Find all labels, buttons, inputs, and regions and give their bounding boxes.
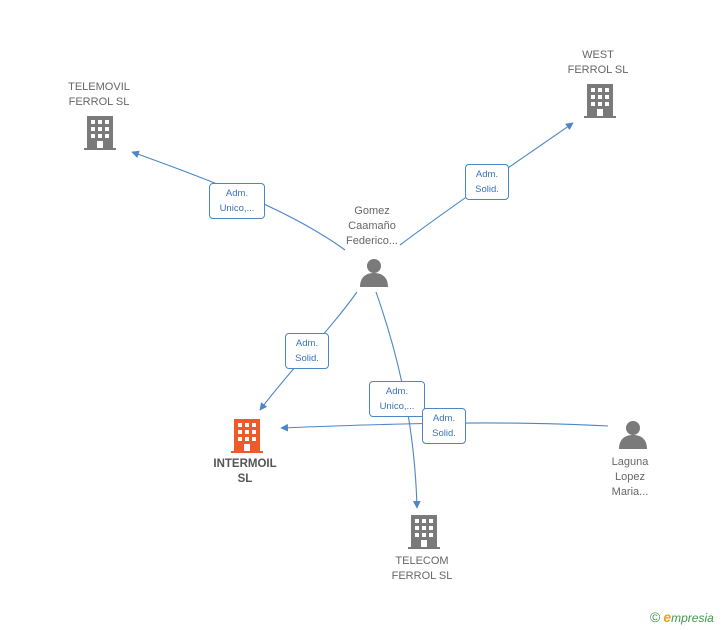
brand-name: mpresia: [671, 611, 714, 625]
label-line: SL: [237, 473, 253, 485]
edge-label-line: Adm.: [432, 413, 456, 424]
node-label-west[interactable]: WEST FERROL SL: [548, 48, 648, 78]
label-line: TELEMOVIL: [68, 81, 130, 93]
building-icon-telecom[interactable]: [408, 515, 440, 549]
label-line: Federico...: [346, 235, 398, 247]
label-line: FERROL SL: [567, 64, 629, 76]
label-line: FERROL SL: [68, 96, 130, 108]
label-line: Laguna: [611, 456, 649, 468]
node-label-gomez[interactable]: Gomez Caamaño Federico...: [322, 204, 422, 249]
person-icon-laguna[interactable]: [619, 421, 647, 449]
person-icon-gomez[interactable]: [360, 259, 388, 287]
node-label-telemovil[interactable]: TELEMOVIL FERROL SL: [49, 80, 149, 110]
copyright-icon: ©: [650, 609, 661, 625]
edge-label-line: Adm.: [225, 188, 249, 199]
edge-label-laguna-intermoil[interactable]: Adm. Solid.: [422, 408, 466, 444]
building-icon-west[interactable]: [584, 84, 616, 118]
edge-label-line: Solid.: [432, 428, 456, 439]
label-line: Lopez: [615, 471, 645, 483]
edge-label-gomez-telemovil[interactable]: Adm. Unico,...: [209, 183, 265, 219]
label-line: FERROL SL: [391, 570, 453, 582]
edge-label-line: Solid.: [475, 184, 499, 195]
label-line: Maria...: [611, 486, 649, 498]
edge-label-line: Unico,...: [379, 401, 415, 412]
edge-label-line: Solid.: [295, 353, 319, 364]
node-label-laguna[interactable]: Laguna Lopez Maria...: [580, 455, 680, 500]
node-label-telecom[interactable]: TELECOM FERROL SL: [372, 554, 472, 584]
edge-label-line: Adm.: [385, 386, 409, 397]
building-icon-intermoil[interactable]: [231, 419, 263, 453]
edge-label-gomez-telecom[interactable]: Adm. Unico,...: [369, 381, 425, 417]
label-line: TELECOM: [395, 555, 449, 567]
label-line: Caamaño: [348, 220, 396, 232]
edge-label-gomez-intermoil[interactable]: Adm. Solid.: [285, 333, 329, 369]
label-line: INTERMOIL: [213, 458, 277, 470]
edge-label-gomez-west[interactable]: Adm. Solid.: [465, 164, 509, 200]
building-icon-telemovil[interactable]: [84, 116, 116, 150]
edge-label-line: Adm.: [295, 338, 319, 349]
node-label-intermoil[interactable]: INTERMOIL SL: [195, 457, 295, 487]
brand-logo: ©empresia: [650, 609, 714, 625]
label-line: WEST: [582, 49, 614, 61]
edge-label-line: Adm.: [475, 169, 499, 180]
brand-initial: e: [663, 609, 672, 625]
label-line: Gomez: [354, 205, 390, 217]
edge-label-line: Unico,...: [219, 203, 255, 214]
